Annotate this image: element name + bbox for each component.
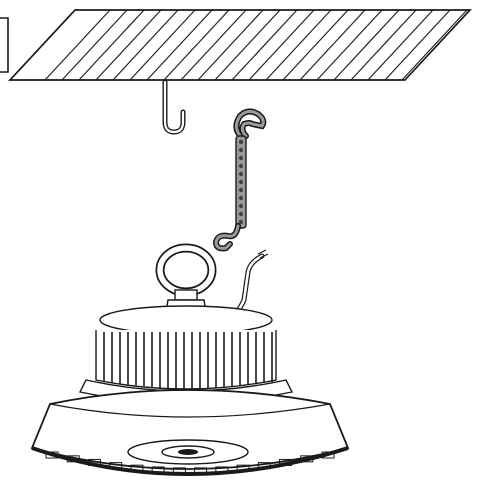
ceiling-hatch-line (129, 9, 196, 81)
rim-slot (130, 464, 144, 472)
chain-link (238, 211, 244, 217)
rim-slot (257, 462, 271, 470)
ceiling-hatch-line (299, 9, 366, 81)
eyebolt-ring-icon (155, 243, 217, 313)
chain-link (238, 139, 244, 145)
suspension-chain-icon (212, 108, 267, 252)
ceiling-hook-icon (162, 79, 186, 135)
ceiling-hatch-line (95, 9, 162, 81)
rim-slot (109, 462, 123, 470)
chain-link (238, 171, 244, 177)
rim-slot (45, 451, 59, 459)
chain-link (238, 195, 244, 201)
ceiling-hatch-lines (0, 0, 481, 81)
ceiling-hatch-line (350, 9, 417, 81)
chain-link (238, 203, 244, 209)
ceiling-hatched-surface (0, 0, 481, 81)
chain-link (238, 155, 244, 161)
rim-slot (279, 458, 293, 466)
rim-slot (87, 458, 101, 466)
chain-link (238, 187, 244, 193)
rim-slot (66, 455, 80, 463)
ceiling-hatch-line (367, 9, 434, 81)
ceiling-hatch-line (146, 9, 213, 81)
ceiling-hatch-line (163, 9, 230, 81)
ceiling-hatch-line (265, 9, 332, 81)
rim-slot (172, 467, 186, 475)
ceiling-hatch-line (112, 9, 179, 81)
ceiling-hatch-line (180, 9, 247, 81)
ceiling-hatch-line (61, 9, 128, 81)
ceiling-hatch-line (316, 9, 383, 81)
shade-rim-details (45, 451, 335, 475)
ceiling-hatch-line (44, 9, 111, 81)
ceiling-hatch-line (401, 9, 468, 81)
rim-slot (321, 451, 335, 459)
chain-link (238, 179, 244, 185)
ceiling-hatch-line (231, 9, 298, 81)
ceiling-hatch-line (333, 9, 400, 81)
ceiling-hatch-line (197, 9, 264, 81)
ceiling-hatch-line (214, 9, 281, 81)
ceiling-hatch-line (248, 9, 315, 81)
ceiling-wall-bracket (0, 17, 9, 73)
chain-link (238, 219, 244, 225)
ceiling-hatch-line (78, 9, 145, 81)
ceiling-hatch-line (282, 9, 349, 81)
rim-slot (215, 466, 229, 474)
ufo-high-bay-light-icon (30, 305, 350, 476)
heat-sink-fins (103, 332, 273, 390)
rim-slot (300, 455, 314, 463)
chain-link (238, 147, 244, 153)
rim-slot (236, 464, 250, 472)
suspension-chain-links (238, 139, 244, 225)
chain-link (238, 163, 244, 169)
ceiling-hatch-line (384, 9, 451, 81)
rim-slot (194, 467, 208, 475)
rim-slot (151, 466, 165, 474)
